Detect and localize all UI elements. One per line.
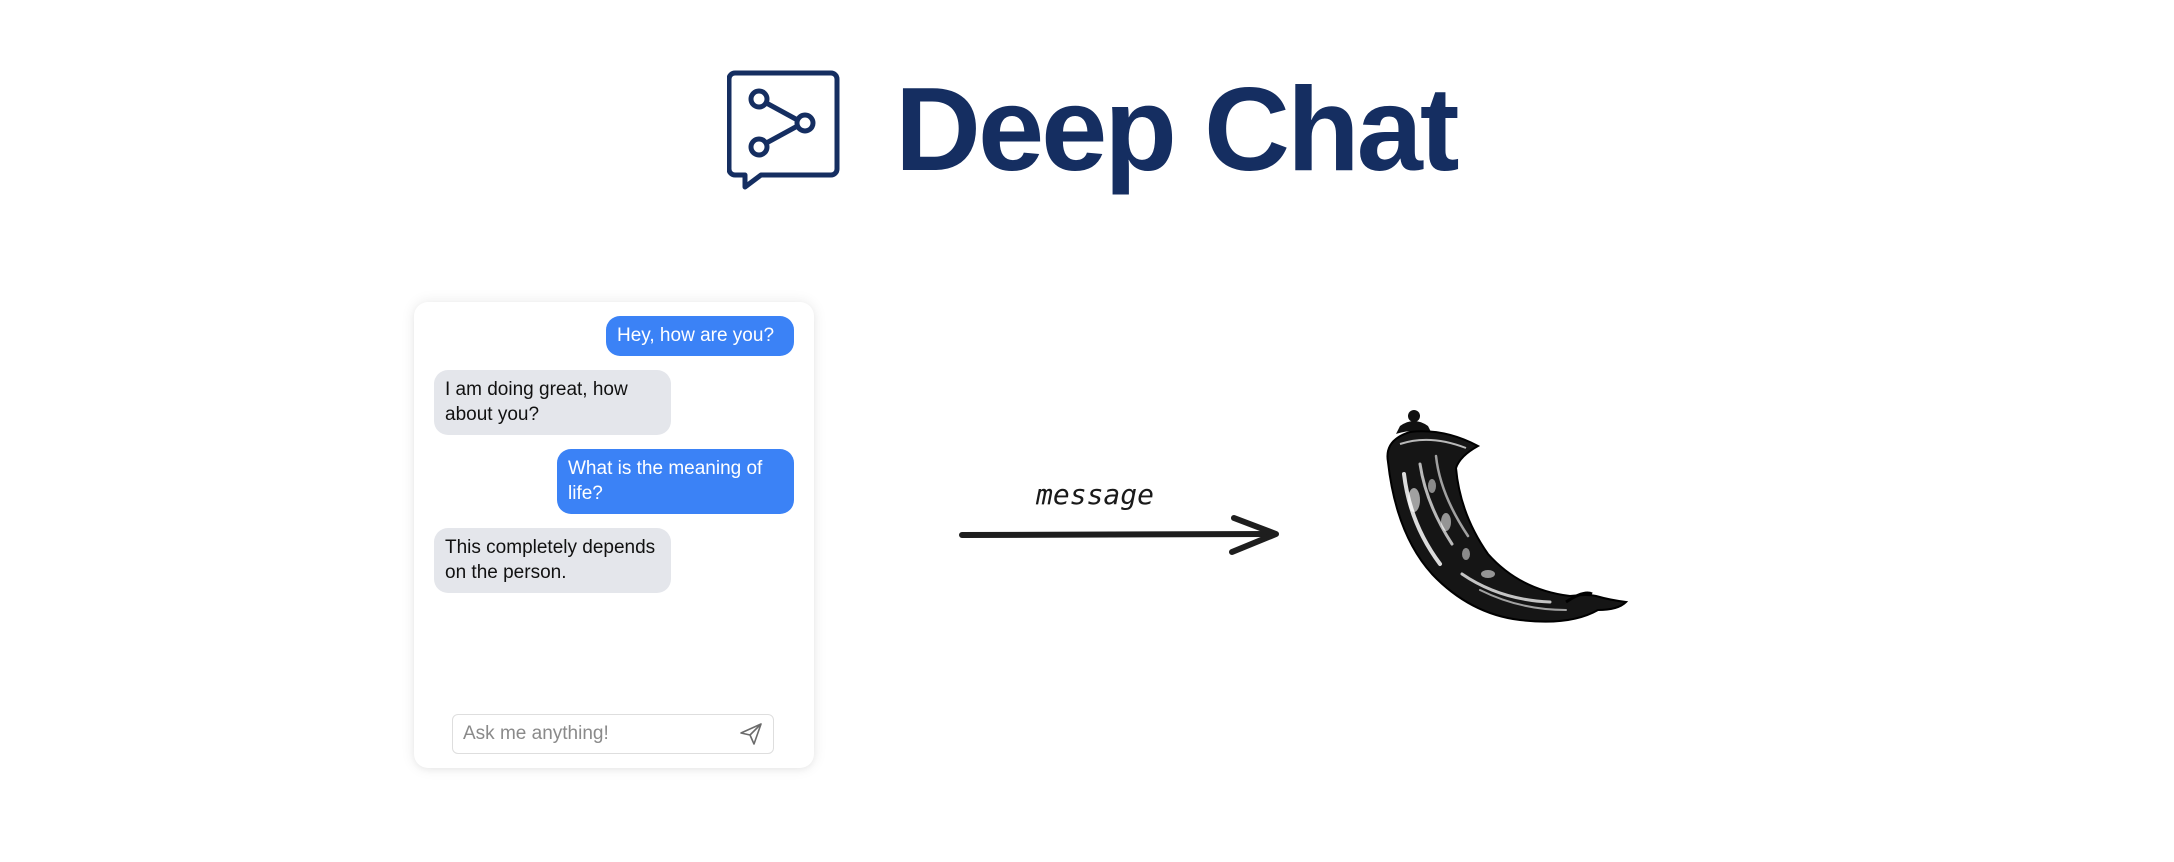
arrow-right-icon xyxy=(959,515,1279,555)
message-row: This completely depends on the person. xyxy=(434,528,794,593)
flask-horn-icon xyxy=(1386,410,1629,623)
page-title: Deep Chat xyxy=(895,62,1459,196)
user-message-bubble: Hey, how are you? xyxy=(606,316,794,356)
message-row: Hey, how are you? xyxy=(434,316,794,356)
chat-bubble-share-icon xyxy=(727,70,840,190)
message-row: What is the meaning of life? xyxy=(434,449,794,514)
send-icon[interactable] xyxy=(737,720,765,748)
arrow-label: message xyxy=(1036,478,1155,511)
chat-widget: Hey, how are you? I am doing great, how … xyxy=(414,302,814,768)
user-message-bubble: What is the meaning of life? xyxy=(557,449,794,514)
header: Deep Chat xyxy=(727,62,1459,196)
chat-input-container xyxy=(452,714,774,754)
ai-message-bubble: I am doing great, how about you? xyxy=(434,370,671,435)
ai-message-bubble: This completely depends on the person. xyxy=(434,528,671,593)
message-row: I am doing great, how about you? xyxy=(434,370,794,435)
message-list: Hey, how are you? I am doing great, how … xyxy=(434,316,794,607)
chat-input[interactable] xyxy=(453,715,737,753)
